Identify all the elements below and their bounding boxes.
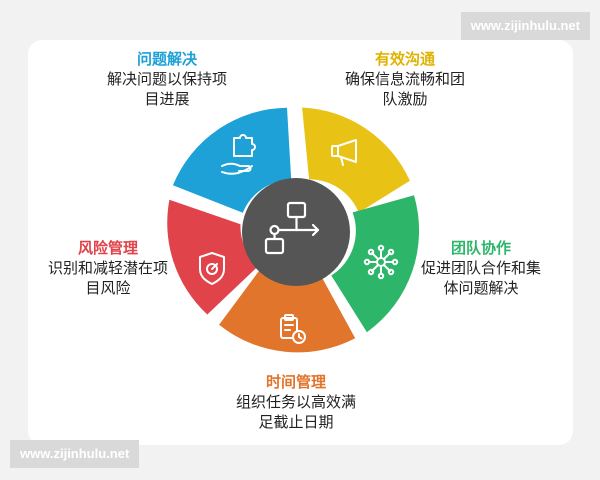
clipboard-clock-icon: [280, 314, 306, 344]
desc-teamwork-line2: 体问题解决: [443, 279, 519, 297]
label-communication: 有效沟通 确保信息流畅和团 队激励: [330, 49, 480, 109]
title-communication: 有效沟通: [374, 50, 435, 68]
segment-problem: [172, 107, 292, 213]
label-teamwork: 团队协作 促进团队合作和集 体问题解决: [398, 238, 564, 298]
label-risk: 风险管理 识别和减轻潜在项 目风险: [28, 238, 188, 298]
network-icon: [363, 244, 399, 280]
desc-time-line1: 组织任务以高效满: [235, 393, 356, 411]
label-time: 时间管理 组织任务以高效满 足截止日期: [206, 372, 386, 432]
desc-problem-line2: 目进展: [144, 90, 190, 108]
desc-risk-line1: 识别和减轻潜在项: [47, 259, 168, 277]
title-teamwork: 团队协作: [450, 239, 511, 257]
desc-teamwork-line1: 促进团队合作和集: [420, 259, 541, 277]
shield-target-icon: [199, 252, 225, 285]
center-disc: [242, 178, 350, 286]
title-time: 时间管理: [265, 373, 326, 391]
puzzle-hand-icon: [221, 134, 256, 175]
desc-time-line2: 足截止日期: [258, 413, 334, 431]
segment-teamwork: [331, 195, 420, 333]
watermark-top: www.zijinhulu.net: [460, 12, 590, 40]
watermark-bottom: www.zijinhulu.net: [10, 440, 140, 468]
label-problem: 问题解决 解决问题以保持项 目进展: [92, 49, 242, 109]
segment-time: [219, 262, 356, 353]
segment-risk: [167, 199, 259, 315]
desc-communication-line1: 确保信息流畅和团: [344, 70, 465, 88]
flowchart-icon: [264, 201, 320, 255]
desc-risk-line2: 目风险: [85, 279, 131, 297]
desc-problem-line1: 解决问题以保持项: [106, 70, 227, 88]
title-problem: 问题解决: [136, 50, 197, 68]
megaphone-icon: [331, 139, 357, 166]
title-risk: 风险管理: [77, 239, 138, 257]
desc-communication-line2: 队激励: [382, 90, 428, 108]
